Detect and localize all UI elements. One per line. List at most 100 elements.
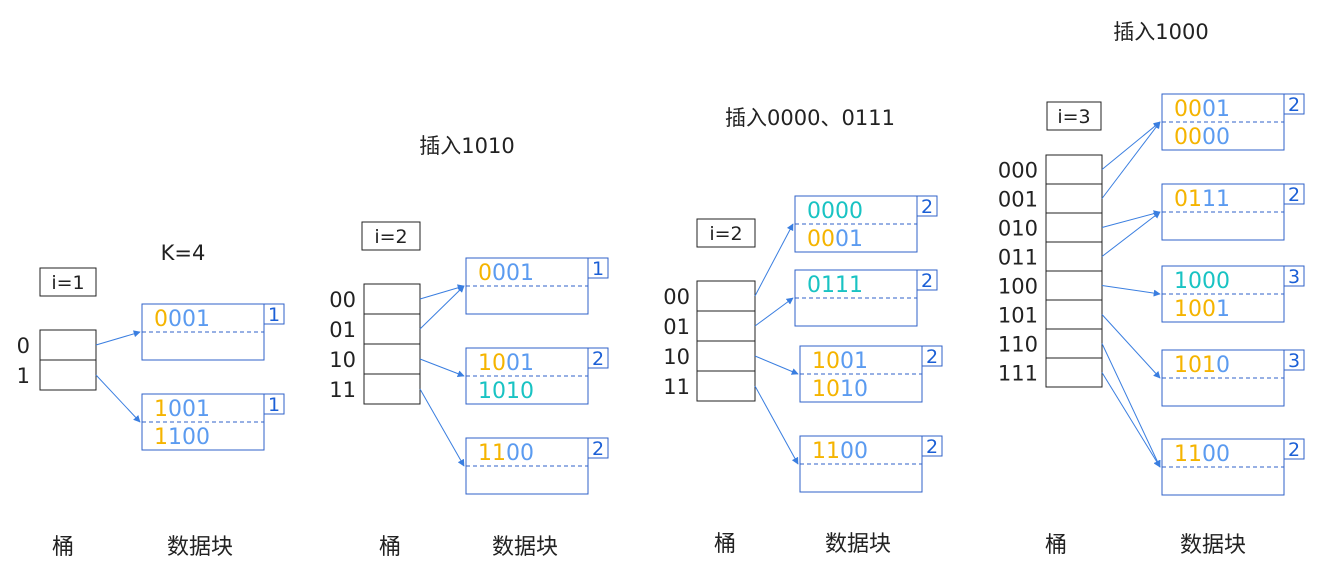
data-block: 2 1001 1010 <box>465 347 609 405</box>
directory-slot <box>1045 183 1103 214</box>
directory-slot <box>363 343 421 375</box>
pointer-arrow <box>1101 211 1161 257</box>
directory-index: 11 <box>329 378 356 402</box>
remaining-bits: 0 <box>1216 353 1230 378</box>
record-key: 0111 <box>807 273 863 298</box>
pointer-arrow <box>1101 121 1161 170</box>
bucket-caption: 桶 <box>52 535 74 560</box>
local-depth-value: 1 <box>268 304 280 326</box>
diagram-4: 插入1000i=30000010100111001011101112000100… <box>998 20 1305 558</box>
pointer-arrow <box>1101 314 1161 379</box>
pointer-arrow <box>754 223 794 297</box>
diagram-1: K=4i=10110001110011100桶数据块 <box>17 241 285 560</box>
new-key-bits: 1010 <box>478 379 534 404</box>
data-block: 2 1100 <box>1161 438 1305 496</box>
new-key-bits: 0111 <box>807 273 863 298</box>
record-key: 1010 <box>478 379 534 404</box>
local-depth-box <box>1283 183 1305 205</box>
record-key: 1001 <box>154 397 210 422</box>
directory-index: 00 <box>329 288 356 312</box>
directory-index: 00 <box>663 285 690 309</box>
record-key: 0000 <box>1174 125 1230 150</box>
directory-slot <box>1045 299 1103 330</box>
local-depth-value: 3 <box>1288 266 1300 288</box>
local-depth-value: 2 <box>592 438 604 460</box>
local-depth-box <box>263 393 285 415</box>
directory-slot <box>1045 154 1103 185</box>
directory-slot <box>1045 270 1103 301</box>
bucket-caption: 桶 <box>1045 533 1067 558</box>
directory-index: 010 <box>998 217 1038 241</box>
record-key: 1010 <box>1174 353 1230 378</box>
local-depth-value: 2 <box>921 196 933 218</box>
local-depth-box <box>921 345 943 367</box>
directory-slot <box>696 310 756 342</box>
remaining-bits: 100 <box>168 425 210 450</box>
block-caption: 数据块 <box>167 535 233 560</box>
pointer-arrow <box>1101 343 1161 468</box>
local-depth-value: 2 <box>926 436 938 458</box>
remaining-bits: 01 <box>835 227 863 252</box>
pointer-arrow <box>1101 372 1161 468</box>
block-caption: 数据块 <box>492 535 558 560</box>
global-depth-label: i=2 <box>374 226 407 248</box>
directory-index: 001 <box>998 188 1038 212</box>
remaining-bits: 01 <box>506 351 534 376</box>
directory-slot <box>1045 357 1103 388</box>
remaining-bits: 001 <box>492 261 534 286</box>
directory-slot <box>363 373 421 405</box>
global-depth-box <box>1046 101 1102 131</box>
directory-index: 111 <box>998 362 1038 386</box>
record-key: 1100 <box>812 439 868 464</box>
diagram-2: 插入1010i=2000110111000121001101021100桶数据块 <box>329 134 609 560</box>
bucket-caption: 桶 <box>714 532 736 557</box>
record-key: 1000 <box>1174 269 1230 294</box>
global-depth-box <box>696 218 756 248</box>
hash-prefix-bits: 11 <box>812 439 840 464</box>
remaining-bits: 1 <box>1216 297 1230 322</box>
local-depth-value: 2 <box>1288 439 1300 461</box>
local-depth-box <box>263 303 285 325</box>
directory-slot <box>1045 212 1103 243</box>
pointer-arrow <box>95 374 141 423</box>
remaining-bits: 001 <box>168 397 210 422</box>
remaining-bits: 10 <box>840 377 868 402</box>
local-depth-value: 2 <box>926 346 938 368</box>
hash-prefix-bits: 10 <box>478 351 506 376</box>
remaining-bits: 01 <box>840 349 868 374</box>
global-depth-label: i=1 <box>51 272 84 294</box>
directory-index: 110 <box>998 333 1038 357</box>
hash-prefix-bits: 00 <box>1174 97 1202 122</box>
local-depth-box <box>916 269 938 291</box>
pointer-arrow <box>419 358 465 377</box>
remaining-bits: 00 <box>840 439 868 464</box>
directory-slot <box>363 313 421 345</box>
record-key: 1100 <box>1174 442 1230 467</box>
directory-index: 01 <box>329 318 356 342</box>
hash-prefix-bits: 10 <box>812 349 840 374</box>
directory-index: 11 <box>663 375 690 399</box>
diagram-title: K=4 <box>161 241 206 265</box>
record-key: 0111 <box>1174 187 1230 212</box>
new-key-bits: 0000 <box>807 199 863 224</box>
directory-slot <box>1045 328 1103 359</box>
diagram-title: 插入1000 <box>1113 20 1208 44</box>
pointer-arrow <box>754 297 794 327</box>
remaining-bits: 00 <box>506 441 534 466</box>
global-depth-box <box>39 267 97 297</box>
record-key: 0001 <box>1174 97 1230 122</box>
remaining-bits: 01 <box>1202 97 1230 122</box>
hash-prefix-bits: 0 <box>478 261 492 286</box>
record-key: 1100 <box>154 425 210 450</box>
directory-index: 000 <box>998 159 1038 183</box>
local-depth-box <box>916 195 938 217</box>
local-depth-box <box>587 347 609 369</box>
record-key: 1001 <box>1174 297 1230 322</box>
local-depth-value: 2 <box>592 348 604 370</box>
local-depth-value: 1 <box>268 394 280 416</box>
local-depth-box <box>1283 93 1305 115</box>
